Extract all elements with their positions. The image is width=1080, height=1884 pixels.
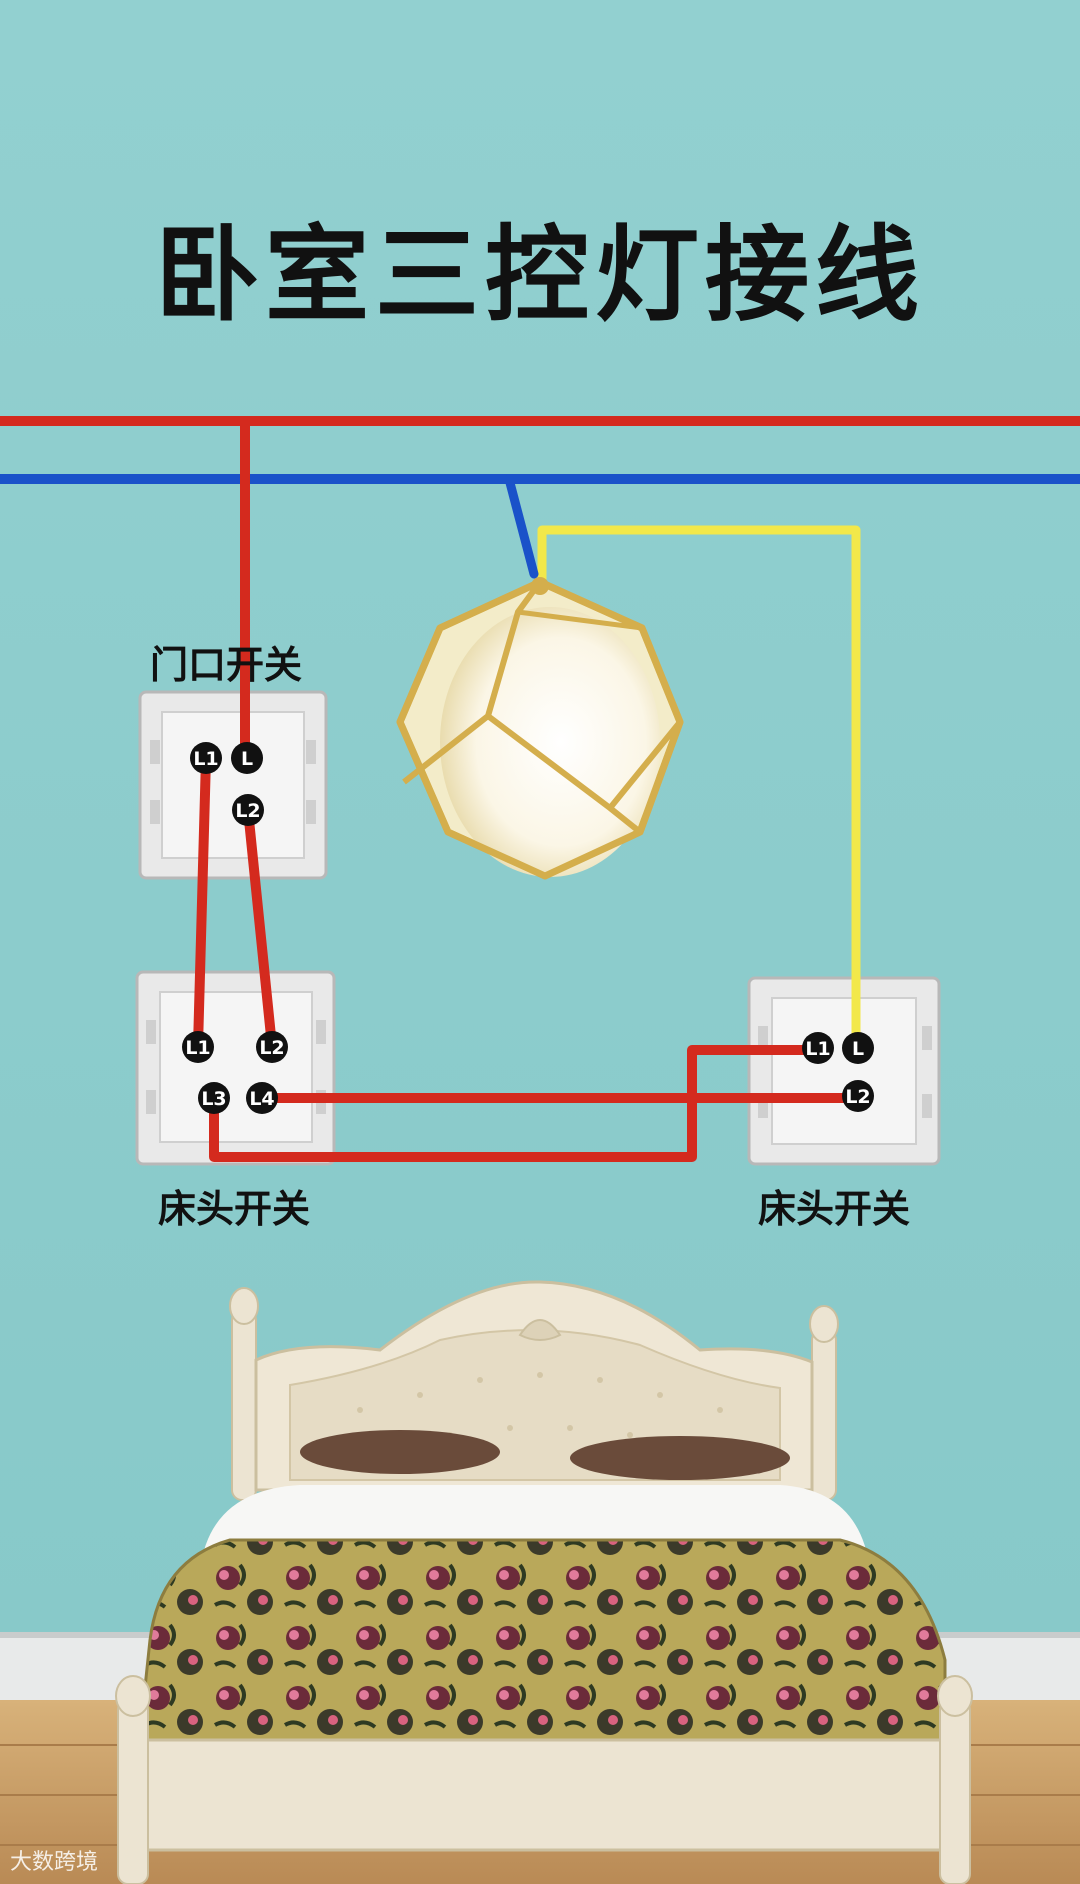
terminal-door-l1: L1	[190, 742, 222, 774]
svg-text:L: L	[241, 748, 253, 770]
door-switch[interactable]	[138, 690, 328, 880]
svg-text:L2: L2	[845, 1086, 870, 1108]
terminal-right-l2: L2	[842, 1080, 874, 1112]
lamp-wire	[537, 525, 861, 1055]
watermark: 大数跨境	[10, 1850, 99, 1875]
terminal-right-l1: L1	[802, 1032, 834, 1064]
svg-text:L2: L2	[259, 1037, 284, 1059]
wire-middle-l3-right-l1	[209, 1045, 823, 1162]
svg-text:L1: L1	[805, 1038, 830, 1060]
terminal-door-l2: L2	[232, 794, 264, 826]
bedside-switch-right[interactable]	[747, 976, 941, 1166]
pendant-lamp	[396, 577, 684, 880]
bedside-switch-left-label: 床头开关	[158, 1187, 311, 1231]
wire-door-l1-middle-l1	[193, 753, 211, 1051]
svg-text:L: L	[852, 1038, 864, 1060]
svg-text:L4: L4	[249, 1088, 274, 1110]
svg-text:L3: L3	[201, 1088, 226, 1110]
wire-door-l2-middle-l2	[243, 805, 277, 1051]
svg-text:L2: L2	[235, 800, 260, 822]
terminal-middle-l3: L3	[198, 1082, 230, 1114]
terminal-middle-l2: L2	[256, 1031, 288, 1063]
terminal-right-l: L	[842, 1032, 874, 1064]
terminal-door-l: L	[231, 742, 263, 774]
door-switch-label: 门口开关	[150, 643, 303, 687]
neutral-drop-wire	[504, 474, 539, 579]
live-main-wire	[0, 416, 1080, 426]
terminal-middle-l1: L1	[182, 1031, 214, 1063]
bedside-switch-right-label: 床头开关	[758, 1187, 911, 1231]
svg-text:L1: L1	[185, 1037, 210, 1059]
terminal-middle-l4: L4	[246, 1082, 278, 1114]
bed	[115, 1280, 973, 1884]
neutral-main-wire	[0, 474, 1080, 484]
bedside-switch-left[interactable]	[135, 970, 336, 1166]
wiring	[193, 416, 865, 1162]
page-title: 卧室三控灯接线	[154, 214, 925, 336]
svg-text:L1: L1	[193, 748, 218, 770]
